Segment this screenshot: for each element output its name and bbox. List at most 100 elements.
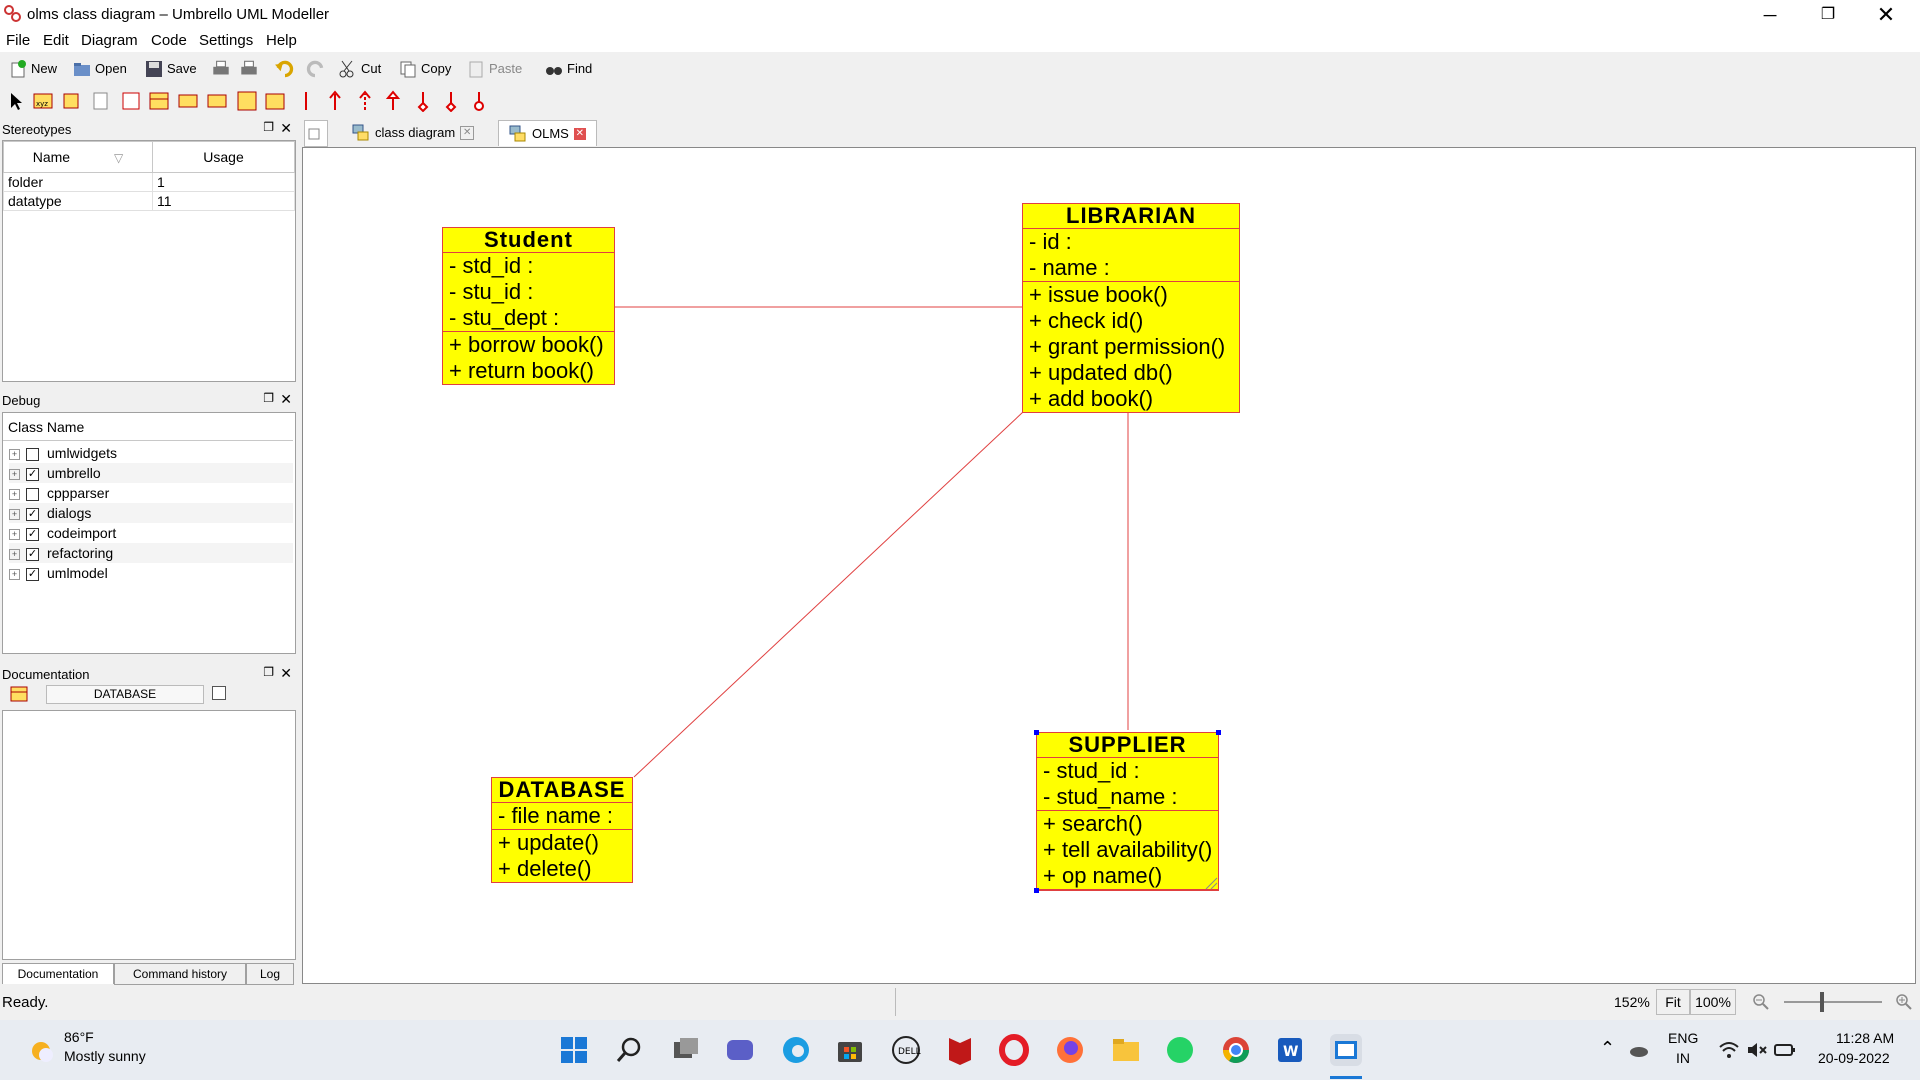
menu-file[interactable]: File: [6, 32, 31, 49]
expand-icon[interactable]: +: [9, 568, 20, 580]
close-tab-icon[interactable]: ✕: [573, 127, 586, 140]
restore-button[interactable]: ❐: [1820, 6, 1836, 23]
dell-icon[interactable]: DELL: [890, 1034, 922, 1066]
zoom-in-icon[interactable]: [1895, 993, 1913, 1011]
wifi-icon[interactable]: [1718, 1040, 1740, 1060]
umbrello-taskbar-icon[interactable]: [1330, 1034, 1362, 1066]
expand-icon[interactable]: +: [9, 508, 20, 520]
table-row[interactable]: datatype 11: [3, 191, 295, 211]
documentation-checkbox[interactable]: [212, 686, 226, 700]
whatsapp-icon[interactable]: [1164, 1034, 1196, 1066]
new-diagram-tab-button[interactable]: [304, 120, 328, 147]
column-header-name[interactable]: Name ▽: [3, 141, 153, 173]
float-icon[interactable]: ❐: [263, 391, 274, 405]
checkbox-checked[interactable]: ✓: [26, 527, 39, 541]
microsoft-store-icon[interactable]: [834, 1034, 866, 1066]
word-icon[interactable]: W: [1274, 1034, 1306, 1066]
tree-item-cppparser[interactable]: +cppparser: [9, 483, 293, 503]
language-region[interactable]: IN: [1676, 1050, 1690, 1066]
datatype-tool-icon[interactable]: [177, 90, 199, 112]
zoom-slider-track[interactable]: [1784, 1001, 1882, 1003]
new-button[interactable]: New: [8, 58, 57, 80]
close-icon[interactable]: ✕: [280, 665, 292, 681]
teams-chat-icon[interactable]: [724, 1034, 756, 1066]
table-row[interactable]: folder 1: [3, 172, 295, 192]
zoom-fit-button[interactable]: Fit: [1656, 989, 1690, 1015]
onedrive-cloud-icon[interactable]: [1628, 1040, 1650, 1060]
class-librarian[interactable]: LIBRARIAN - id : - name : + issue book()…: [1022, 203, 1240, 413]
chrome-icon[interactable]: [1220, 1034, 1252, 1066]
checkbox-checked[interactable]: ✓: [26, 467, 39, 481]
menu-diagram[interactable]: Diagram: [81, 32, 138, 49]
class-student[interactable]: Student - std_id : - stu_id : - stu_dept…: [442, 227, 615, 385]
opera-icon[interactable]: [998, 1034, 1030, 1066]
float-icon[interactable]: ❐: [263, 665, 274, 679]
close-tab-icon[interactable]: ✕: [460, 125, 475, 140]
package-tool-icon[interactable]: [264, 90, 286, 112]
weather-temp[interactable]: 86°F: [64, 1029, 94, 1045]
copy-button[interactable]: Copy: [398, 58, 451, 80]
composition-icon[interactable]: [440, 90, 462, 112]
zoom-100-button[interactable]: 100%: [1690, 989, 1736, 1015]
menu-code[interactable]: Code: [151, 32, 187, 49]
menu-settings[interactable]: Settings: [199, 32, 254, 49]
column-header-class-name[interactable]: Class Name: [3, 413, 293, 441]
expand-icon[interactable]: +: [9, 468, 20, 480]
class-supplier[interactable]: SUPPLIER - stud_id : - stud_name : + sea…: [1034, 730, 1221, 893]
resize-grip-icon[interactable]: [1204, 876, 1218, 890]
firefox-icon[interactable]: [1054, 1034, 1086, 1066]
undo-icon[interactable]: [274, 58, 296, 80]
expand-icon[interactable]: +: [9, 528, 20, 540]
checkbox[interactable]: [26, 487, 39, 501]
expand-icon[interactable]: +: [9, 488, 20, 500]
find-button[interactable]: Find: [544, 58, 592, 80]
note-tool-icon[interactable]: [90, 90, 112, 112]
enum-tool-icon[interactable]: [148, 90, 170, 112]
battery-icon[interactable]: [1774, 1040, 1796, 1060]
association-line-icon[interactable]: [300, 90, 322, 112]
tab-command-history[interactable]: Command history: [114, 963, 246, 985]
tree-item-umlmodel[interactable]: +✓umlmodel: [9, 563, 293, 583]
speaker-muted-icon[interactable]: [1746, 1040, 1768, 1060]
selection-handle[interactable]: [1034, 730, 1039, 735]
weather-desc[interactable]: Mostly sunny: [64, 1048, 146, 1064]
zoom-out-icon[interactable]: [1752, 993, 1770, 1011]
save-button[interactable]: Save: [144, 58, 197, 80]
selection-handle[interactable]: [1216, 730, 1221, 735]
weather-sun-icon[interactable]: [26, 1036, 56, 1066]
close-button[interactable]: ✕: [1876, 2, 1896, 27]
minimize-button[interactable]: ─: [1763, 5, 1777, 25]
expand-icon[interactable]: +: [9, 448, 20, 460]
language-code[interactable]: ENG: [1668, 1030, 1699, 1046]
checkbox-checked[interactable]: ✓: [26, 567, 39, 581]
cut-button[interactable]: Cut: [338, 58, 381, 80]
column-header-usage[interactable]: Usage: [152, 141, 295, 173]
clock-date[interactable]: 20-09-2022: [1818, 1050, 1890, 1066]
tree-item-refactoring[interactable]: +✓refactoring: [9, 543, 293, 563]
interface-tool-icon[interactable]: [60, 90, 82, 112]
paste-button[interactable]: Paste: [466, 58, 522, 80]
association-librarian-database[interactable]: [633, 411, 1024, 778]
category-tool-icon[interactable]: [236, 90, 258, 112]
show-hidden-icons-icon[interactable]: ⌃: [1600, 1038, 1616, 1058]
select-arrow-icon[interactable]: [6, 90, 28, 112]
redo-icon[interactable]: [304, 58, 326, 80]
containment-icon[interactable]: [468, 90, 490, 112]
tab-log[interactable]: Log: [246, 963, 294, 985]
expand-icon[interactable]: +: [9, 548, 20, 560]
tab-class-diagram[interactable]: class diagram ✕: [342, 120, 485, 145]
diagram-canvas[interactable]: Student - std_id : - stu_id : - stu_dept…: [302, 147, 1916, 984]
menu-help[interactable]: Help: [266, 32, 297, 49]
tree-item-codeimport[interactable]: +✓codeimport: [9, 523, 293, 543]
edge-browser-icon[interactable]: [780, 1034, 812, 1066]
checkbox[interactable]: [26, 447, 39, 461]
class-tool-icon[interactable]: xyz: [32, 90, 54, 112]
box-tool-icon[interactable]: [120, 90, 142, 112]
start-windows-icon[interactable]: [558, 1034, 590, 1066]
clock-time[interactable]: 11:28 AM: [1836, 1030, 1895, 1046]
documentation-text-area[interactable]: [2, 710, 296, 960]
mcafee-icon[interactable]: [944, 1034, 976, 1066]
checkbox-checked[interactable]: ✓: [26, 547, 39, 561]
file-explorer-icon[interactable]: [1110, 1034, 1142, 1066]
tab-documentation[interactable]: Documentation: [2, 963, 114, 984]
